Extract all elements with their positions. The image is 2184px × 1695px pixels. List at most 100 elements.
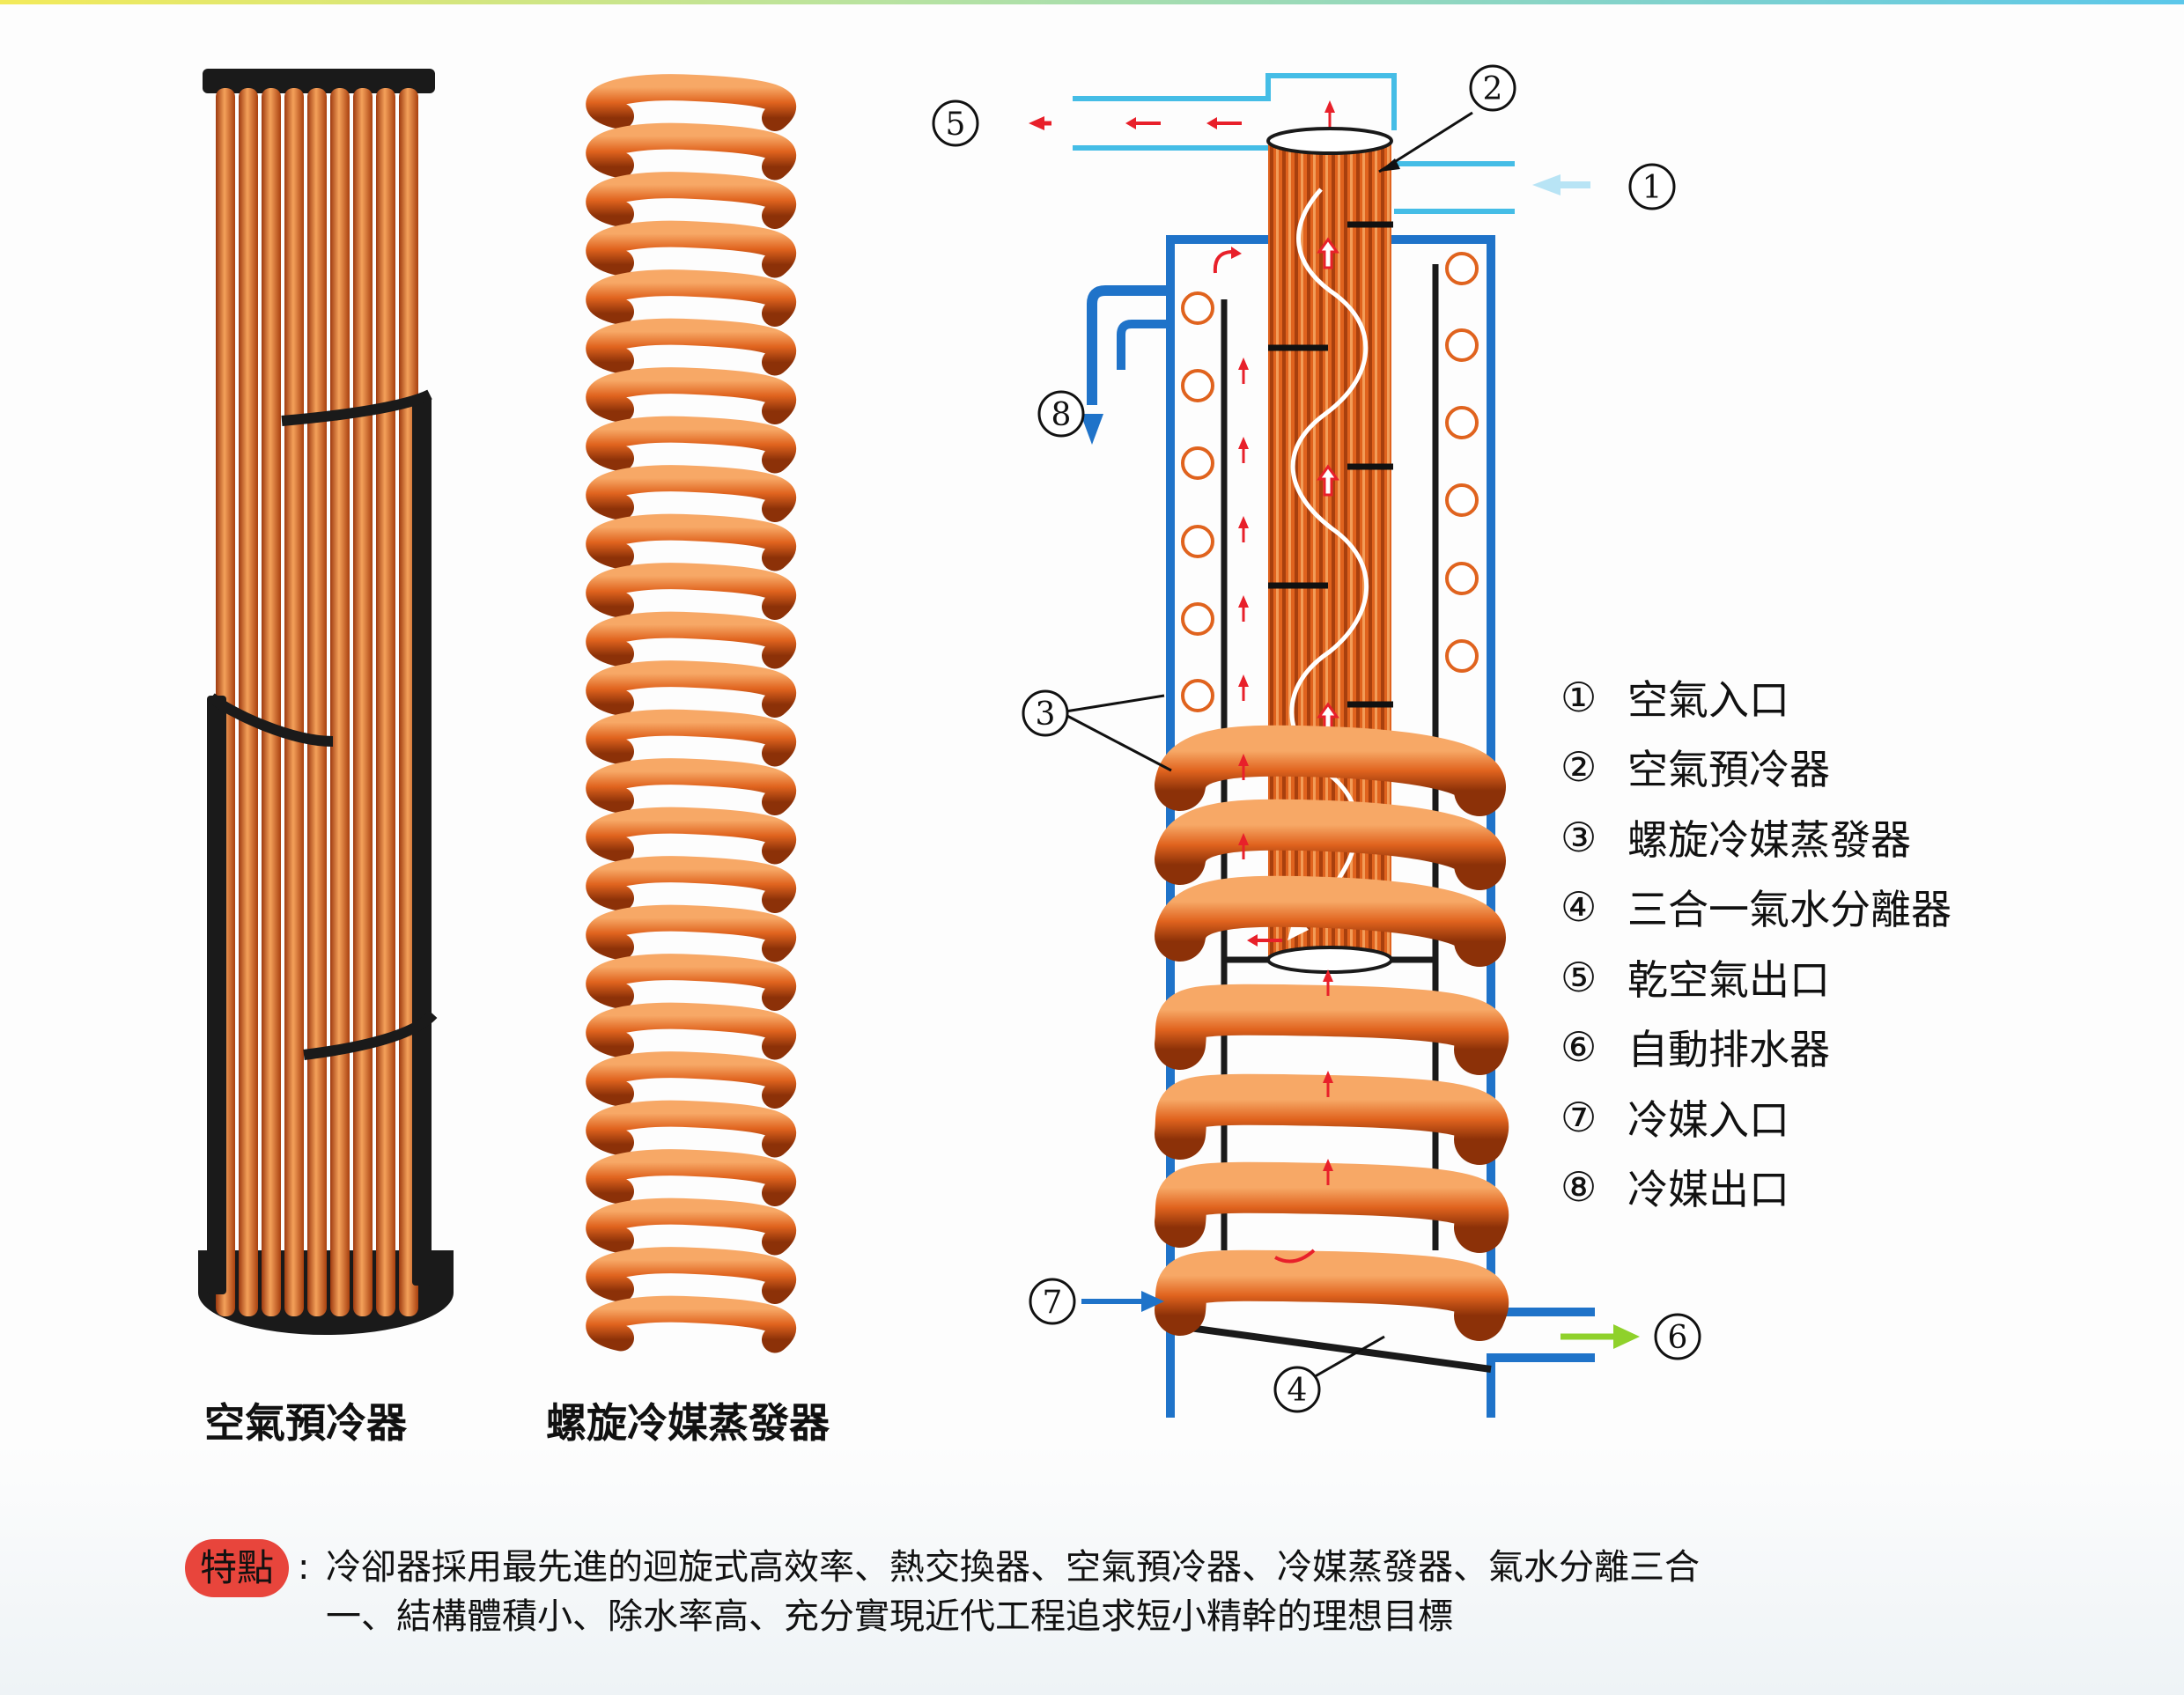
refrigerant-outlet-pipe bbox=[1087, 285, 1170, 405]
coil-section bbox=[1445, 483, 1479, 517]
flow-arrow bbox=[1206, 117, 1242, 129]
flow-arrow bbox=[1323, 969, 1333, 996]
evaporator-coil-turn bbox=[1155, 984, 1509, 1075]
evaporator-coil-turn bbox=[1155, 1073, 1509, 1165]
coil-section bbox=[1445, 639, 1479, 673]
copper-rod bbox=[353, 88, 373, 1316]
legend-label: 空氣預冷器 bbox=[1627, 746, 1830, 794]
flow-arrow bbox=[1238, 357, 1249, 384]
coil-turn bbox=[586, 1002, 796, 1060]
coil-section bbox=[1445, 562, 1479, 595]
coil-turn bbox=[586, 513, 796, 571]
dry-air-outlet-pipe bbox=[1073, 73, 1397, 130]
svg-text:1: 1 bbox=[1642, 170, 1663, 206]
marker-7: 7 bbox=[1029, 1278, 1076, 1325]
svg-text:8: 8 bbox=[1051, 397, 1072, 433]
flow-arrow bbox=[1238, 754, 1249, 780]
features-badge: 特點 bbox=[185, 1539, 289, 1597]
air-precooler-image bbox=[198, 69, 454, 1335]
coil-turn bbox=[586, 122, 796, 181]
coil-section bbox=[1181, 369, 1214, 402]
coil-turn bbox=[586, 416, 796, 474]
coil-turn bbox=[586, 807, 796, 865]
copper-rod bbox=[262, 88, 281, 1316]
evaporator-coil-turn bbox=[1155, 875, 1506, 967]
coil-turn bbox=[586, 660, 796, 718]
coil-section bbox=[1181, 602, 1214, 636]
spiral-evaporator-image bbox=[586, 74, 796, 1353]
copper-rod bbox=[307, 88, 327, 1316]
coil-turn bbox=[586, 367, 796, 424]
schematic bbox=[1029, 73, 1640, 1418]
flow-arrow bbox=[1238, 437, 1249, 463]
svg-text:2: 2 bbox=[1483, 71, 1503, 107]
marker-2: 2 bbox=[1469, 64, 1516, 112]
marker-5: 5 bbox=[932, 99, 979, 147]
flow-arrow bbox=[1238, 833, 1249, 859]
features-text-line2: 一、結構體積小、除水率高、充分實現近代工程追求短小精幹的理想目標 bbox=[326, 1596, 1453, 1637]
coil-section bbox=[1445, 406, 1479, 439]
coil-turn bbox=[586, 563, 796, 620]
marker-4: 4 bbox=[1273, 1366, 1321, 1413]
legend-label: 螺旋冷媒蒸發器 bbox=[1627, 815, 1911, 864]
copper-rod bbox=[284, 88, 304, 1316]
flow-arrow bbox=[1247, 934, 1282, 947]
coil-turn bbox=[586, 465, 796, 522]
flow-arrow bbox=[1323, 1159, 1333, 1185]
coil-section bbox=[1445, 328, 1479, 362]
coil-section bbox=[1181, 679, 1214, 712]
coil-section bbox=[1181, 525, 1214, 558]
coil-turn bbox=[586, 856, 796, 913]
coil-turn bbox=[586, 1247, 796, 1304]
copper-rod bbox=[376, 88, 395, 1316]
copper-rod bbox=[330, 88, 350, 1316]
flow-arrow bbox=[1125, 117, 1161, 129]
coil-turn bbox=[586, 1100, 796, 1158]
bottom-band bbox=[0, 1444, 2184, 1695]
features-colon: : bbox=[298, 1547, 310, 1588]
marker-8: 8 bbox=[1037, 390, 1085, 438]
evaporator-coil-turn bbox=[1155, 1161, 1509, 1253]
refrigerant-out-arrow bbox=[1081, 414, 1103, 445]
features-text-line1: 冷卻器採用最先進的迴旋式高效率、熱交換器、空氣預冷器、冷媒蒸發器、氣水分離三合 bbox=[326, 1547, 1700, 1588]
marker-3: 3 bbox=[1022, 689, 1069, 737]
flow-arrow bbox=[1238, 516, 1249, 542]
svg-text:3: 3 bbox=[1036, 696, 1056, 733]
svg-text:7: 7 bbox=[1043, 1285, 1063, 1321]
coil-turn bbox=[586, 1051, 796, 1109]
caption-air-precooler: 空氣預冷器 bbox=[204, 1399, 407, 1447]
coil-section bbox=[1445, 252, 1479, 285]
separator-plate bbox=[1169, 1322, 1492, 1373]
marker-6: 6 bbox=[1654, 1313, 1701, 1360]
coil-turn bbox=[586, 269, 796, 327]
legend-label: 三合一氣水分離器 bbox=[1627, 886, 1952, 934]
air-up-arrow bbox=[1317, 237, 1339, 269]
coil-turn bbox=[586, 1295, 796, 1353]
legend-label: 自動排水器 bbox=[1627, 1026, 1830, 1074]
svg-text:6: 6 bbox=[1668, 1320, 1688, 1356]
coil-section bbox=[1181, 446, 1214, 480]
evaporator-coil-turn bbox=[1155, 799, 1506, 890]
svg-text:5: 5 bbox=[946, 107, 966, 143]
flow-arrow bbox=[1238, 674, 1249, 701]
coil-turn bbox=[586, 1149, 796, 1206]
coil-turn bbox=[586, 611, 796, 669]
coil-turn bbox=[586, 1198, 796, 1256]
marker-1: 1 bbox=[1628, 163, 1676, 210]
coil-turn bbox=[586, 709, 796, 767]
coil-turn bbox=[586, 74, 796, 131]
top-color-strip bbox=[0, 0, 2184, 4]
coil-turn bbox=[586, 904, 796, 962]
coil-section bbox=[1181, 291, 1214, 325]
legend-label: 乾空氣出口 bbox=[1627, 955, 1830, 1004]
flow-arrow bbox=[1323, 1071, 1333, 1097]
coil-turn bbox=[586, 758, 796, 815]
legend-label: 冷媒入口 bbox=[1627, 1095, 1789, 1144]
flow-arrow bbox=[1324, 100, 1335, 127]
